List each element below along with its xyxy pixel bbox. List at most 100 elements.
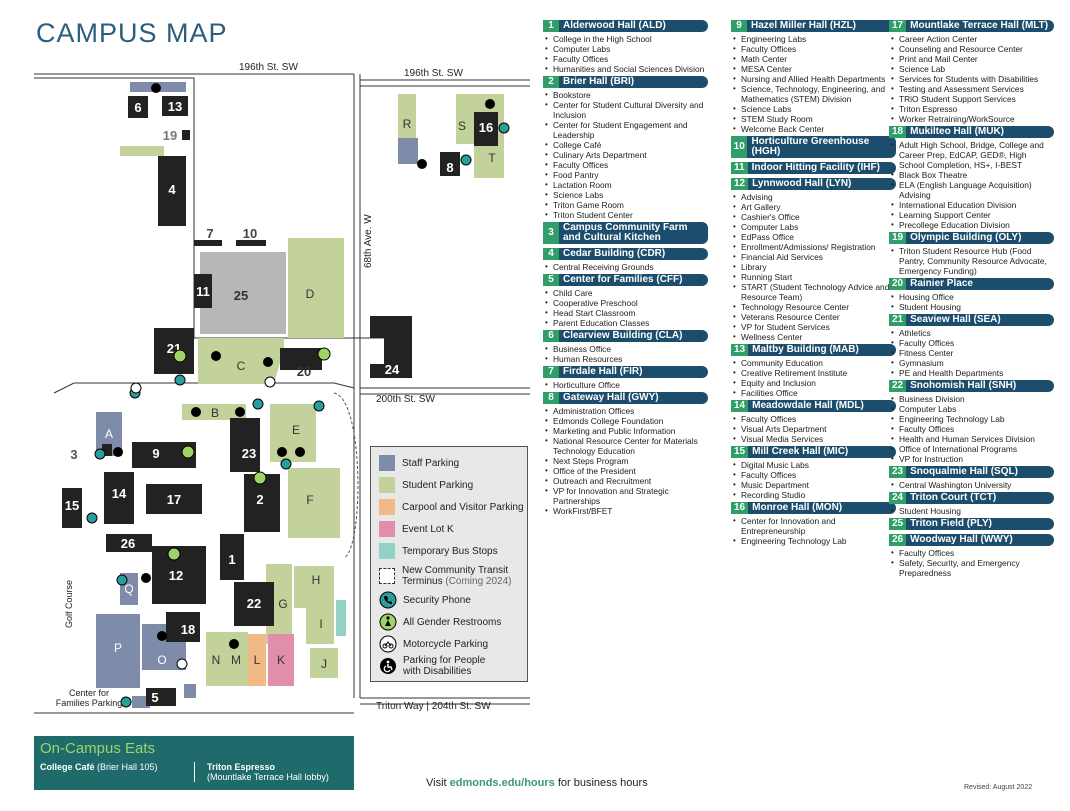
hours-link[interactable]: edmonds.edu/hours (449, 777, 555, 789)
building-number: 10 (731, 136, 748, 158)
building-name: Triton Court (TCT) (910, 492, 997, 503)
map-label-10: 10 (243, 226, 257, 241)
restroom-icon (181, 445, 195, 459)
hours-footer: Visit edmonds.edu/hours for business hou… (426, 777, 648, 789)
legend-accessible: Parking for People with Disabilities (379, 655, 503, 677)
building-name: Maltby Building (MAB) (752, 344, 859, 355)
service-item: Student Housing (889, 506, 1054, 516)
service-item: Nursing and Allied Health Departments (731, 74, 896, 84)
service-item: Safety, Security, and Emergency Prepared… (889, 558, 1054, 578)
service-item: Computer Labs (889, 404, 1054, 414)
building-services: Center for Innovation and Entrepreneursh… (731, 516, 896, 546)
building-name: Clearview Building (CLA) (563, 330, 683, 341)
map-label-22: 22 (247, 596, 261, 611)
service-item: Business Division (889, 394, 1054, 404)
building-name: Indoor Hitting Facility (IHF) (751, 162, 880, 173)
service-item: Music Department (731, 480, 896, 490)
service-item: Student Housing (889, 302, 1054, 312)
building-22 (234, 582, 274, 626)
lot-label-M: M (231, 653, 241, 667)
campus-map[interactable]: 196th St. SW 196th St. SW 68th Ave. W 20… (34, 48, 534, 720)
lot-P (96, 614, 140, 688)
building-19 (182, 130, 190, 140)
service-item: Horticulture Office (543, 380, 708, 390)
building-services: Engineering LabsFaculty OfficesMath Cent… (731, 34, 896, 134)
service-item: PE and Health Departments (889, 368, 1054, 378)
accessible-icon (417, 159, 427, 169)
street-196th-left: 196th St. SW (239, 62, 298, 73)
map-label-11: 11 (196, 284, 210, 299)
building-number: 1 (543, 20, 559, 32)
building-4 (158, 156, 186, 226)
building-services: Child CareCooperative PreschoolHead Star… (543, 288, 708, 328)
service-item: Counseling and Resource Center (889, 44, 1054, 54)
service-item: Engineering Technology Lab (889, 414, 1054, 424)
legend-swatch (379, 499, 395, 515)
building-name: Olympic Building (OLY) (910, 232, 1022, 243)
service-item: Faculty Offices (731, 470, 896, 480)
transit-terminus (333, 392, 359, 559)
buildings (62, 96, 498, 706)
service-item: Marketing and Public Information (543, 426, 708, 436)
lot-label-H: H (312, 573, 321, 587)
security-phone-icon (313, 400, 325, 412)
accessible-icon (277, 447, 287, 457)
service-item: Next Steps Program (543, 456, 708, 466)
building-number: 24 (889, 492, 907, 504)
map-label-7: 7 (206, 226, 213, 241)
security-phone-icon (86, 512, 98, 524)
